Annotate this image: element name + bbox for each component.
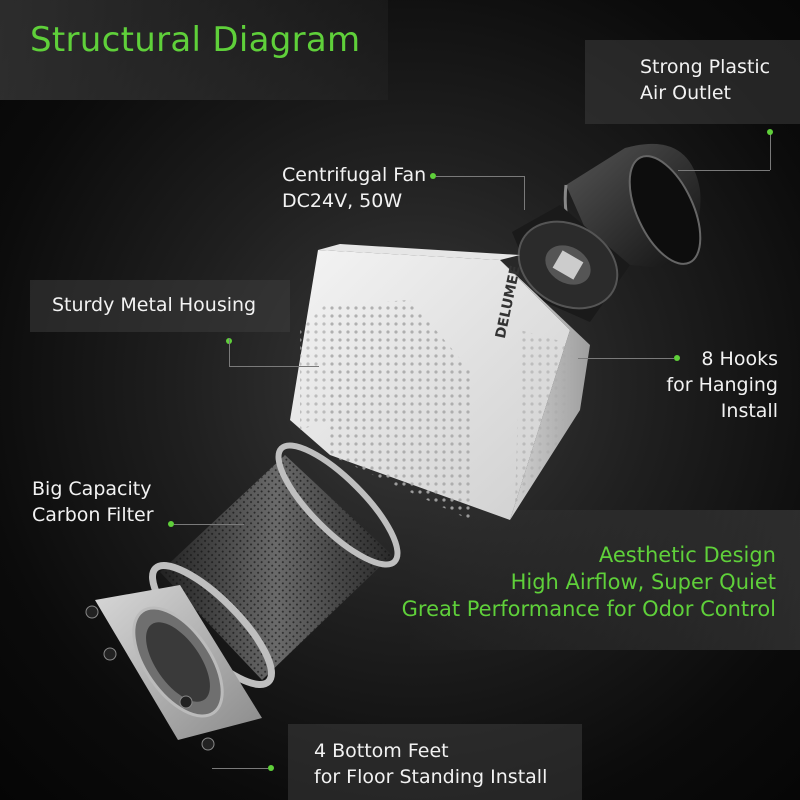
- centrifugal-fan: [512, 205, 630, 322]
- feature-item: High Airflow, Super Quiet: [510, 570, 776, 594]
- housing-label: Sturdy Metal Housing: [52, 294, 257, 316]
- feet-label-panel: [288, 724, 582, 800]
- outlet-leader-line-h: [678, 170, 770, 171]
- metal-housing: [290, 244, 590, 520]
- hooks-leader-dot: [674, 355, 680, 361]
- feature-panel: [410, 510, 800, 650]
- diagram-title: Structural Diagram: [30, 20, 361, 60]
- feature-list: Aesthetic Design High Airflow, Super Qui…: [402, 542, 776, 623]
- filter-leader-line: [174, 524, 244, 525]
- title-panel: [0, 0, 388, 100]
- outlet-label-panel: [585, 40, 800, 124]
- fan-leader-line-v: [524, 176, 525, 210]
- outlet-label: Strong Plastic Air Outlet: [640, 56, 771, 104]
- fan-leader-dot: [430, 173, 436, 179]
- feet-leader-dot: [268, 765, 274, 771]
- filter-label: Big Capacity Carbon Filter: [32, 478, 154, 526]
- fan-label: Centrifugal Fan DC24V, 50W: [282, 164, 427, 212]
- housing-leader-line-h: [229, 366, 319, 367]
- feet-leader-line: [212, 768, 268, 769]
- fan-leader-line: [436, 176, 524, 177]
- feature-item: Aesthetic Design: [598, 543, 776, 567]
- housing-label-panel: [30, 280, 290, 332]
- outlet-leader-line: [770, 132, 771, 170]
- housing-leader-line-v: [229, 338, 230, 366]
- base-plate: [85, 585, 262, 751]
- feature-item: Great Performance for Odor Control: [401, 597, 776, 621]
- filter-leader-dot: [168, 521, 174, 527]
- hooks-leader-line: [578, 358, 674, 359]
- hooks-label: 8 Hooks for Hanging Install: [666, 348, 778, 422]
- feet-label: 4 Bottom Feet for Floor Standing Install: [314, 740, 548, 788]
- outlet-leader-dot: [767, 129, 773, 135]
